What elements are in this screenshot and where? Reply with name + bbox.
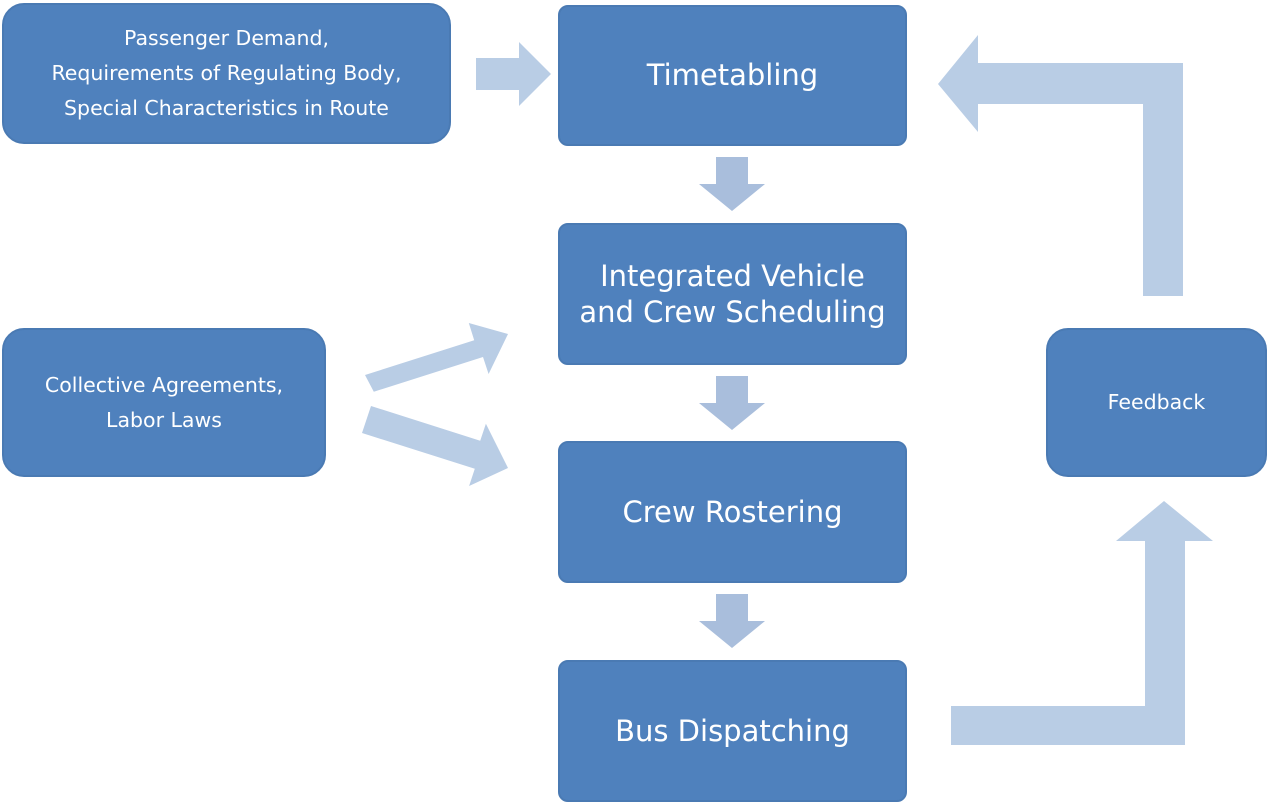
feedback-box: Feedback <box>1046 328 1267 477</box>
arrow-agreements-to-scheduling <box>365 323 508 392</box>
scheduling-line-1: Integrated Vehicle <box>600 258 865 293</box>
timetabling-box: Timetabling <box>558 5 907 146</box>
arrow-agreements-to-rostering <box>362 406 508 486</box>
bus-dispatching-box: Bus Dispatching <box>558 660 907 802</box>
rostering-label: Crew Rostering <box>622 494 843 529</box>
feedback-label: Feedback <box>1107 390 1206 415</box>
arrow-scheduling-to-rostering <box>699 376 765 430</box>
inputs-collective-agreements-box: Collective Agreements, Labor Laws <box>2 328 326 477</box>
crew-rostering-box: Crew Rostering <box>558 441 907 583</box>
inputs-top-line-1: Passenger Demand, <box>124 26 329 51</box>
arrow-feedback-to-timetabling <box>938 35 1183 296</box>
integrated-scheduling-box: Integrated Vehicle and Crew Scheduling <box>558 223 907 365</box>
inputs-middle-line-2: Labor Laws <box>106 407 222 432</box>
inputs-top-line-2: Requirements of Regulating Body, <box>51 61 402 86</box>
inputs-passenger-demand-box: Passenger Demand, Requirements of Regula… <box>2 3 451 144</box>
arrow-rostering-to-dispatching <box>699 594 765 648</box>
arrow-dispatching-to-feedback <box>951 501 1213 745</box>
arrow-inputs-to-timetabling <box>476 42 551 106</box>
dispatching-label: Bus Dispatching <box>615 713 850 748</box>
inputs-middle-line-1: Collective Agreements, <box>44 372 284 397</box>
scheduling-line-2: and Crew Scheduling <box>579 295 886 329</box>
inputs-top-line-3: Special Characteristics in Route <box>64 95 389 120</box>
arrow-timetabling-to-scheduling <box>699 157 765 211</box>
timetabling-label: Timetabling <box>646 58 819 93</box>
